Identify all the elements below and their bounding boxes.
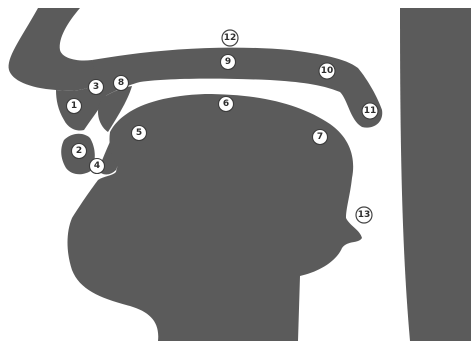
svg-text:6: 6: [223, 99, 229, 109]
marker-9: 9: [221, 55, 236, 70]
marker-8: 8: [114, 76, 129, 91]
marker-10: 10: [319, 63, 335, 79]
svg-text:4: 4: [94, 161, 100, 171]
svg-text:7: 7: [317, 132, 323, 142]
nose-shape: [9, 8, 100, 91]
svg-text:8: 8: [118, 78, 124, 88]
svg-text:9: 9: [225, 57, 231, 67]
marker-2: 2: [72, 144, 87, 159]
pharynx-back-wall: [400, 8, 471, 341]
marker-4: 4: [90, 159, 105, 174]
marker-13: 13: [356, 207, 372, 223]
marker-5: 5: [132, 126, 147, 141]
marker-7: 7: [313, 130, 328, 145]
svg-text:10: 10: [321, 66, 334, 76]
svg-text:2: 2: [76, 146, 82, 156]
marker-11: 11: [362, 103, 378, 119]
svg-text:13: 13: [358, 210, 371, 220]
svg-text:3: 3: [93, 82, 99, 92]
svg-text:11: 11: [364, 106, 377, 116]
marker-6: 6: [219, 97, 234, 112]
svg-text:5: 5: [136, 128, 142, 138]
marker-12: 12: [222, 30, 238, 46]
marker-1: 1: [67, 99, 82, 114]
svg-text:1: 1: [71, 101, 77, 111]
svg-text:12: 12: [224, 33, 237, 43]
marker-3: 3: [89, 80, 104, 95]
